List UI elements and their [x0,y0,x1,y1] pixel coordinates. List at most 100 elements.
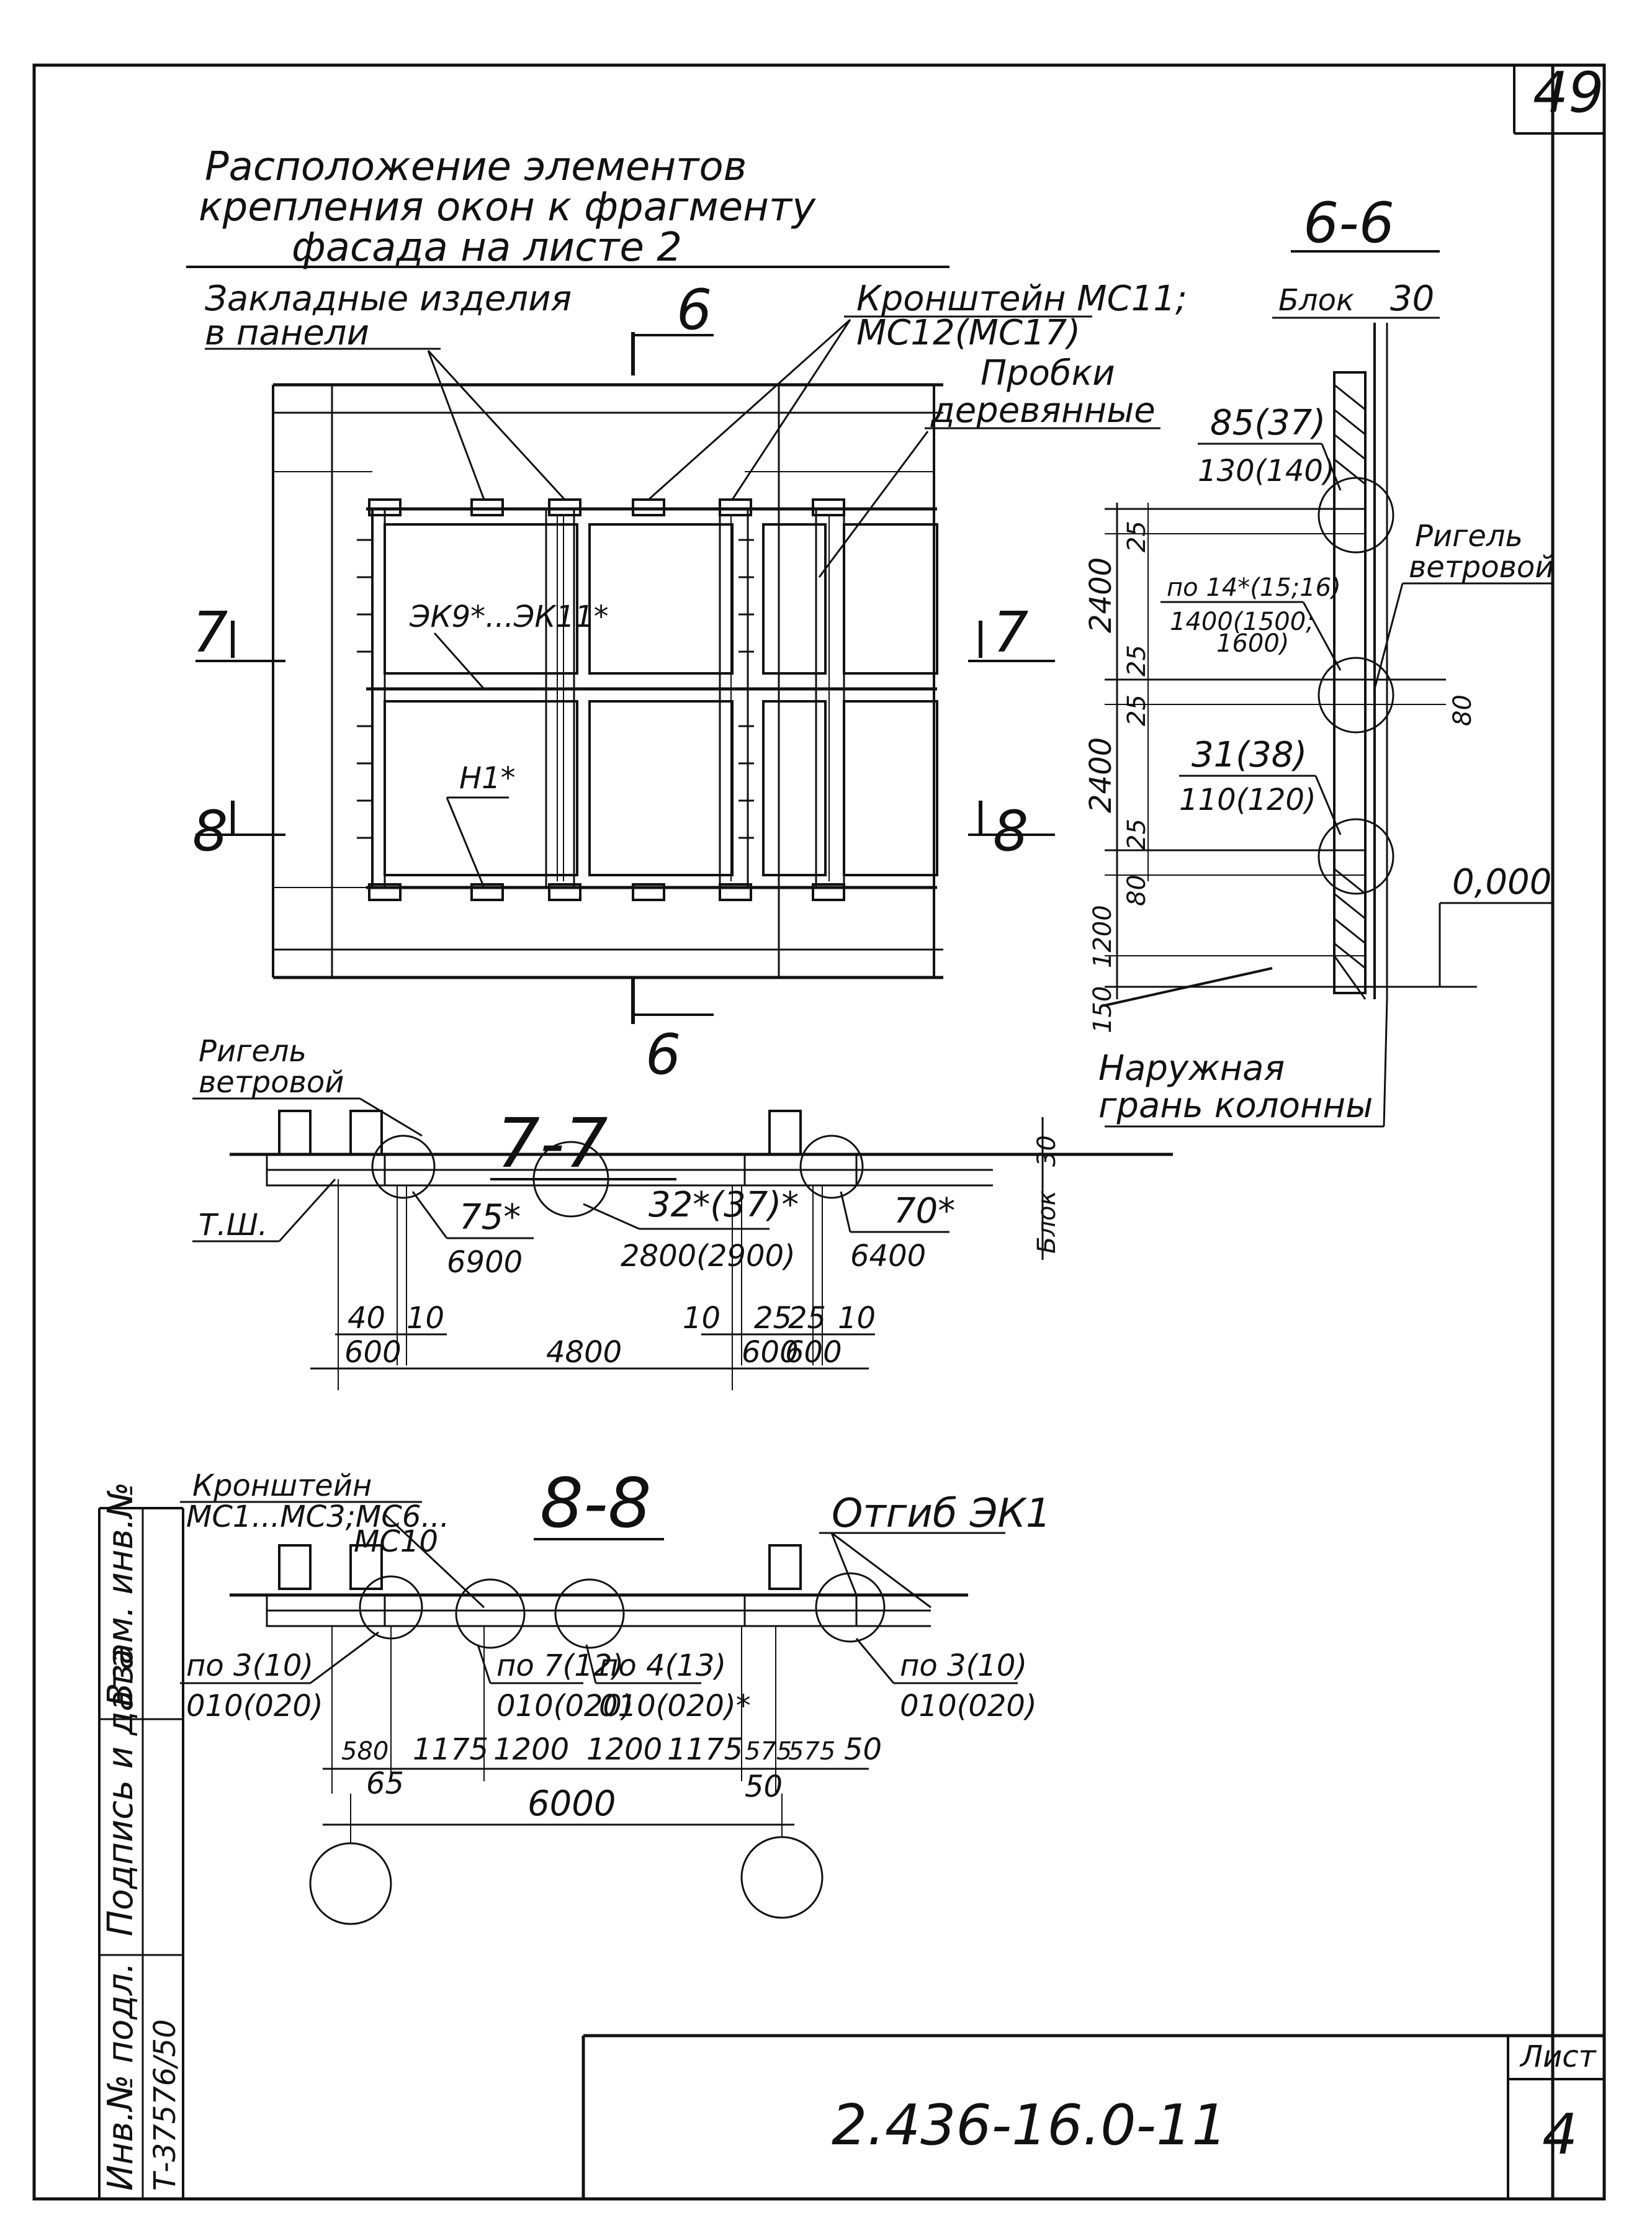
sheet-frame [32,63,1606,2201]
mark-d: по 3(10) [900,1648,1027,1683]
mark-h: Н1* [459,761,516,796]
mark-low-66: 31(38) [1192,735,1307,775]
dim-80b-66: 80 [1448,694,1477,726]
title-line2: крепления окон к фрагменту [199,184,816,230]
dim-40-77: 40 [348,1301,385,1336]
list-number: 4 [1542,2102,1578,2167]
cut7-left: 7 [192,600,228,665]
dim-575b: 575 [788,1737,835,1766]
dim-1200a: 1200 [493,1732,569,1767]
label-outer-66: Наружная [1098,1048,1285,1089]
stamp-inv-label: Инв.№ подл. [101,1962,141,2191]
title-line3: фасада на листе 2 [292,225,682,271]
mark-mid-66: по 14*(15;16) [1167,573,1341,602]
dim-1200b: 1200 [586,1732,662,1767]
dim-50a: 50 [844,1732,882,1767]
dim-25b-66: 25 [1123,645,1151,676]
mark-a: по 3(10) [186,1648,313,1683]
mark-75: 75* [459,1197,521,1238]
mark-mid3-66: 1600) [1216,629,1289,658]
dim-1175b: 1175 [667,1732,743,1767]
dim-10c-77: 10 [838,1301,876,1336]
label-rigel2-66: ветровой [1409,550,1554,585]
mark-70: 70* [894,1191,955,1231]
dim-150-66: 150 [1089,986,1117,1033]
label-block-77: Блок [1033,1190,1061,1254]
cut8-left: 8 [192,799,228,864]
facade-plan: Закладные изделия в панели Кронштейн МС1… [192,277,1187,1087]
label-bracket2: МС12(МС17) [856,313,1080,353]
label-block-66: Блок [1278,283,1354,318]
label-rigel2-77: ветровой [199,1065,344,1100]
mark-75b: 6900 [447,1245,523,1280]
label-rigel-66: Ригель [1415,519,1523,554]
cut6-top: 6 [676,277,712,343]
mark-low2-66: 110(120) [1179,783,1316,817]
dim-50b: 50 [745,1769,783,1804]
label-ts: Т.Ш. [199,1208,267,1243]
label-bracket3-88: МС10 [354,1524,438,1559]
label-otgib: Отгиб ЭК1 [832,1491,1051,1537]
label-plugs: Пробки [981,353,1115,393]
section77-title: 7-7 [496,1103,608,1183]
mark-c: по 4(13) [599,1648,726,1683]
section-8-8: 8-8 Кронштейн МС1...МС3;МС6... МС10 Отги… [180,1463,1051,1925]
stamp-signature-label: Подпись и дата [101,1648,141,1936]
mark-top-66: 85(37) [1210,403,1326,443]
dim-10b-77: 10 [683,1301,721,1336]
dim-25a-66: 25 [1123,521,1151,552]
title-line1: Расположение элементов [205,144,747,190]
mark-mid2-66: 1400(1500; [1170,608,1314,636]
mark-top2-66: 130(140) [1198,454,1335,488]
mark-c2: 010(020)* [599,1689,751,1723]
stamp-replace-label: Взам. инв.№ [101,1482,141,1707]
mark-a2: 010(020) [186,1689,323,1723]
mark-32b: 2800(2900) [621,1239,796,1274]
dim-1200-66: 1200 [1089,905,1117,968]
label-rigel-77: Ригель [199,1034,307,1069]
mark-d2: 010(020) [900,1689,1037,1723]
section66-title: 6-6 [1303,191,1394,256]
dim-580: 580 [341,1737,388,1766]
mark-70b: 6400 [850,1239,926,1274]
dim-600b-77: 600 [742,1335,799,1370]
section-6-6: 6-6 Блок 30 25 2400 25 [1084,191,1554,1128]
cut7-right: 7 [993,600,1028,665]
mark-b: по 7(12) [496,1648,624,1683]
page-number: 49 [1533,60,1604,125]
mark-b2: 010(020) [496,1689,634,1723]
level-0000: 0,000 [1452,862,1551,902]
label-bracket: Кронштейн МС11; [856,279,1187,319]
mark-ek: ЭК9*...ЭК11* [409,600,609,634]
dim-6000: 6000 [527,1784,616,1824]
label-outer2-66: грань колонны [1098,1085,1373,1126]
cut8-right: 8 [993,799,1028,864]
section-7-7: 7-7 Ригель ветровой Т.Ш. 75* 6900 32*(37… [192,1034,1173,1390]
dim-1175a: 1175 [413,1732,488,1767]
label-bracket-88: Кронштейн [192,1468,372,1503]
cut6-bottom: 6 [645,1022,681,1087]
dim-30-77: 30 [1033,1135,1061,1167]
document-code: 2.436-16.0-11 [832,2093,1228,2158]
list-label: Лист [1519,2039,1597,2074]
dim-2400a-66: 2400 [1084,557,1118,633]
mark-32: 32*(37)* [649,1185,799,1225]
dim-4800: 4800 [546,1335,622,1370]
dim-600a-77: 600 [344,1335,402,1370]
dim-25c-66: 25 [1123,694,1151,726]
dim-25d-66: 25 [1123,819,1151,850]
dim-10a-77: 10 [406,1301,444,1336]
dim-80a-66: 80 [1123,874,1151,906]
dim-65: 65 [366,1766,404,1801]
stamp-inv-value: Т-37576/50 [148,2019,182,2191]
dim-600c-77: 600 [785,1335,842,1370]
dim-25b-77: 25 [788,1301,826,1336]
label-embedded2: в панели [205,313,369,353]
dim-25a-77: 25 [754,1301,792,1336]
dim-575a: 575 [745,1737,792,1766]
label-embedded: Закладные изделия [205,279,572,319]
section88-title: 8-8 [540,1463,652,1543]
label-bracket2-88: МС1...МС3;МС6... [186,1499,449,1534]
label-plugs2: деревянные [930,390,1156,431]
